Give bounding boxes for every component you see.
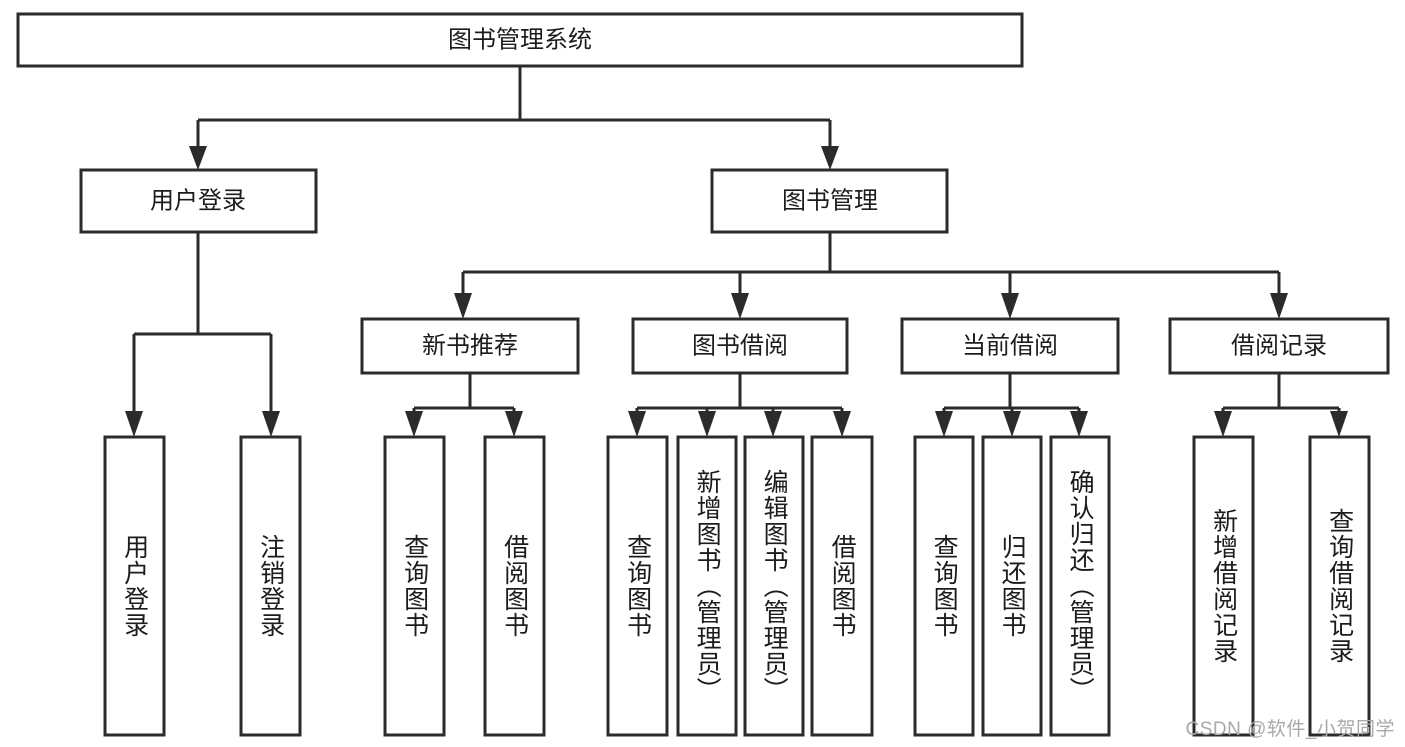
node-leaf-query-book-2-label: 查询图书 xyxy=(623,534,652,638)
node-leaf-query-book-1[interactable]: 查询图书 xyxy=(383,435,446,737)
node-leaf-logout-login-box[interactable] xyxy=(239,435,302,737)
arrow-head-leaf-return-book xyxy=(1003,411,1021,437)
arrow-head-book-management xyxy=(821,146,839,170)
arrow-head-leaf-borrow-book-2 xyxy=(833,411,851,437)
node-current-borrow[interactable]: 当前借阅 xyxy=(900,317,1120,375)
node-leaf-query-book-2[interactable]: 查询图书 xyxy=(606,435,669,737)
node-leaf-borrow-book-1-box[interactable] xyxy=(483,435,546,737)
node-leaf-add-record[interactable]: 新增借阅记录 xyxy=(1192,435,1255,737)
node-leaf-borrow-book-2[interactable]: 借阅图书 xyxy=(810,435,874,737)
node-leaf-borrow-book-1-label: 借阅图书 xyxy=(500,534,529,638)
node-book-management-box[interactable] xyxy=(710,168,949,234)
arrow-head-new-book-recommend xyxy=(454,293,472,319)
node-leaf-logout-login[interactable]: 注销登录 xyxy=(239,435,302,737)
node-new-book-recommend-box[interactable] xyxy=(360,317,580,375)
arrow-head-leaf-logout-login xyxy=(262,411,280,437)
node-leaf-edit-book-text-area: 编辑图书（管理员） xyxy=(760,469,789,703)
node-leaf-query-book-1-box[interactable] xyxy=(383,435,446,737)
node-leaf-logout-login-label: 注销登录 xyxy=(256,534,285,638)
arrow-head-leaf-query-record xyxy=(1330,411,1348,437)
node-book-management[interactable]: 图书管理 xyxy=(710,168,949,234)
node-leaf-add-book[interactable]: 新增图书（管理员） xyxy=(676,435,738,737)
node-leaf-return-book[interactable]: 归还图书 xyxy=(981,435,1043,737)
node-leaf-query-book-3[interactable]: 查询图书 xyxy=(913,435,975,737)
arrow-head-leaf-add-record xyxy=(1214,411,1232,437)
node-current-borrow-box[interactable] xyxy=(900,317,1120,375)
node-leaf-add-book-label: 新增图书（管理员） xyxy=(693,469,722,703)
node-leaf-confirm-return-box[interactable] xyxy=(1049,435,1111,737)
node-user-login-label: 用户登录 xyxy=(150,187,246,214)
node-user-login-box[interactable] xyxy=(79,168,318,234)
node-leaf-query-book-3-box[interactable] xyxy=(913,435,975,737)
node-leaf-confirm-return-text-area: 确认归还（管理员） xyxy=(1066,469,1095,703)
arrow-head-borrow-record xyxy=(1270,293,1288,319)
node-leaf-return-book-box[interactable] xyxy=(981,435,1043,737)
node-leaf-user-login[interactable]: 用户登录 xyxy=(103,435,166,737)
node-leaf-logout-login-text-area: 注销登录 xyxy=(256,534,285,638)
arrow-head-leaf-query-book-3 xyxy=(935,411,953,437)
arrow-head-leaf-add-book xyxy=(698,411,716,437)
node-leaf-query-book-3-text-area: 查询图书 xyxy=(930,534,959,638)
connector-group xyxy=(125,66,1348,437)
node-book-borrow[interactable]: 图书借阅 xyxy=(631,317,849,375)
node-leaf-query-book-2-box[interactable] xyxy=(606,435,669,737)
node-leaf-edit-book-box[interactable] xyxy=(743,435,805,737)
arrow-head-leaf-confirm-return xyxy=(1070,411,1088,437)
node-leaf-borrow-book-1-text-area: 借阅图书 xyxy=(500,534,529,638)
arrow-head-user-login xyxy=(189,146,207,170)
arrow-head-leaf-edit-book xyxy=(764,411,782,437)
node-leaf-add-book-box[interactable] xyxy=(676,435,738,737)
node-book-borrow-box[interactable] xyxy=(631,317,849,375)
arrow-head-leaf-borrow-book-1 xyxy=(505,411,523,437)
node-leaf-query-record[interactable]: 查询借阅记录 xyxy=(1308,435,1371,737)
node-leaf-user-login-text-area: 用户登录 xyxy=(120,534,149,638)
node-leaf-borrow-book-2-box[interactable] xyxy=(810,435,874,737)
node-leaf-user-login-box[interactable] xyxy=(103,435,166,737)
node-leaf-borrow-book-2-label: 借阅图书 xyxy=(828,534,857,638)
node-leaf-query-record-box[interactable] xyxy=(1308,435,1371,737)
node-leaf-query-record-text-area: 查询借阅记录 xyxy=(1325,508,1354,664)
node-root[interactable]: 图书管理系统 xyxy=(16,12,1024,68)
node-leaf-borrow-book-1[interactable]: 借阅图书 xyxy=(483,435,546,737)
node-leaf-query-book-2-text-area: 查询图书 xyxy=(623,534,652,638)
arrow-head-leaf-query-book-1 xyxy=(405,411,423,437)
node-book-management-label: 图书管理 xyxy=(782,187,878,214)
arrow-head-leaf-user-login xyxy=(125,411,143,437)
node-book-borrow-label: 图书借阅 xyxy=(692,332,788,359)
arrow-head-current-borrow xyxy=(1001,293,1019,319)
node-borrow-record-label: 借阅记录 xyxy=(1231,332,1327,359)
node-current-borrow-label: 当前借阅 xyxy=(962,332,1058,359)
node-root-label: 图书管理系统 xyxy=(448,26,592,53)
node-leaf-add-record-box[interactable] xyxy=(1192,435,1255,737)
node-leaf-add-record-text-area: 新增借阅记录 xyxy=(1209,508,1238,664)
node-leaf-return-book-text-area: 归还图书 xyxy=(998,534,1027,638)
node-new-book-recommend[interactable]: 新书推荐 xyxy=(360,317,580,375)
node-leaf-user-login-label: 用户登录 xyxy=(120,534,149,638)
node-leaf-query-record-label: 查询借阅记录 xyxy=(1325,508,1354,664)
node-leaf-borrow-book-2-text-area: 借阅图书 xyxy=(828,534,857,638)
node-leaf-confirm-return-label: 确认归还（管理员） xyxy=(1066,469,1095,703)
node-leaf-add-record-label: 新增借阅记录 xyxy=(1209,508,1238,664)
node-borrow-record[interactable]: 借阅记录 xyxy=(1168,317,1390,375)
node-borrow-record-box[interactable] xyxy=(1168,317,1390,375)
node-leaf-add-book-text-area: 新增图书（管理员） xyxy=(693,469,722,703)
node-user-login[interactable]: 用户登录 xyxy=(79,168,318,234)
node-leaf-edit-book-label: 编辑图书（管理员） xyxy=(760,469,789,703)
arrow-head-book-borrow xyxy=(731,293,749,319)
node-leaf-return-book-label: 归还图书 xyxy=(998,534,1027,638)
node-new-book-recommend-label: 新书推荐 xyxy=(422,332,518,359)
node-leaf-query-book-1-text-area: 查询图书 xyxy=(400,534,429,638)
node-leaf-query-book-1-label: 查询图书 xyxy=(400,534,429,638)
arrow-head-leaf-query-book-2 xyxy=(628,411,646,437)
node-leaf-query-book-3-label: 查询图书 xyxy=(930,534,959,638)
node-leaf-edit-book[interactable]: 编辑图书（管理员） xyxy=(743,435,805,737)
node-leaf-confirm-return[interactable]: 确认归还（管理员） xyxy=(1049,435,1111,737)
node-root-box[interactable] xyxy=(16,12,1024,68)
